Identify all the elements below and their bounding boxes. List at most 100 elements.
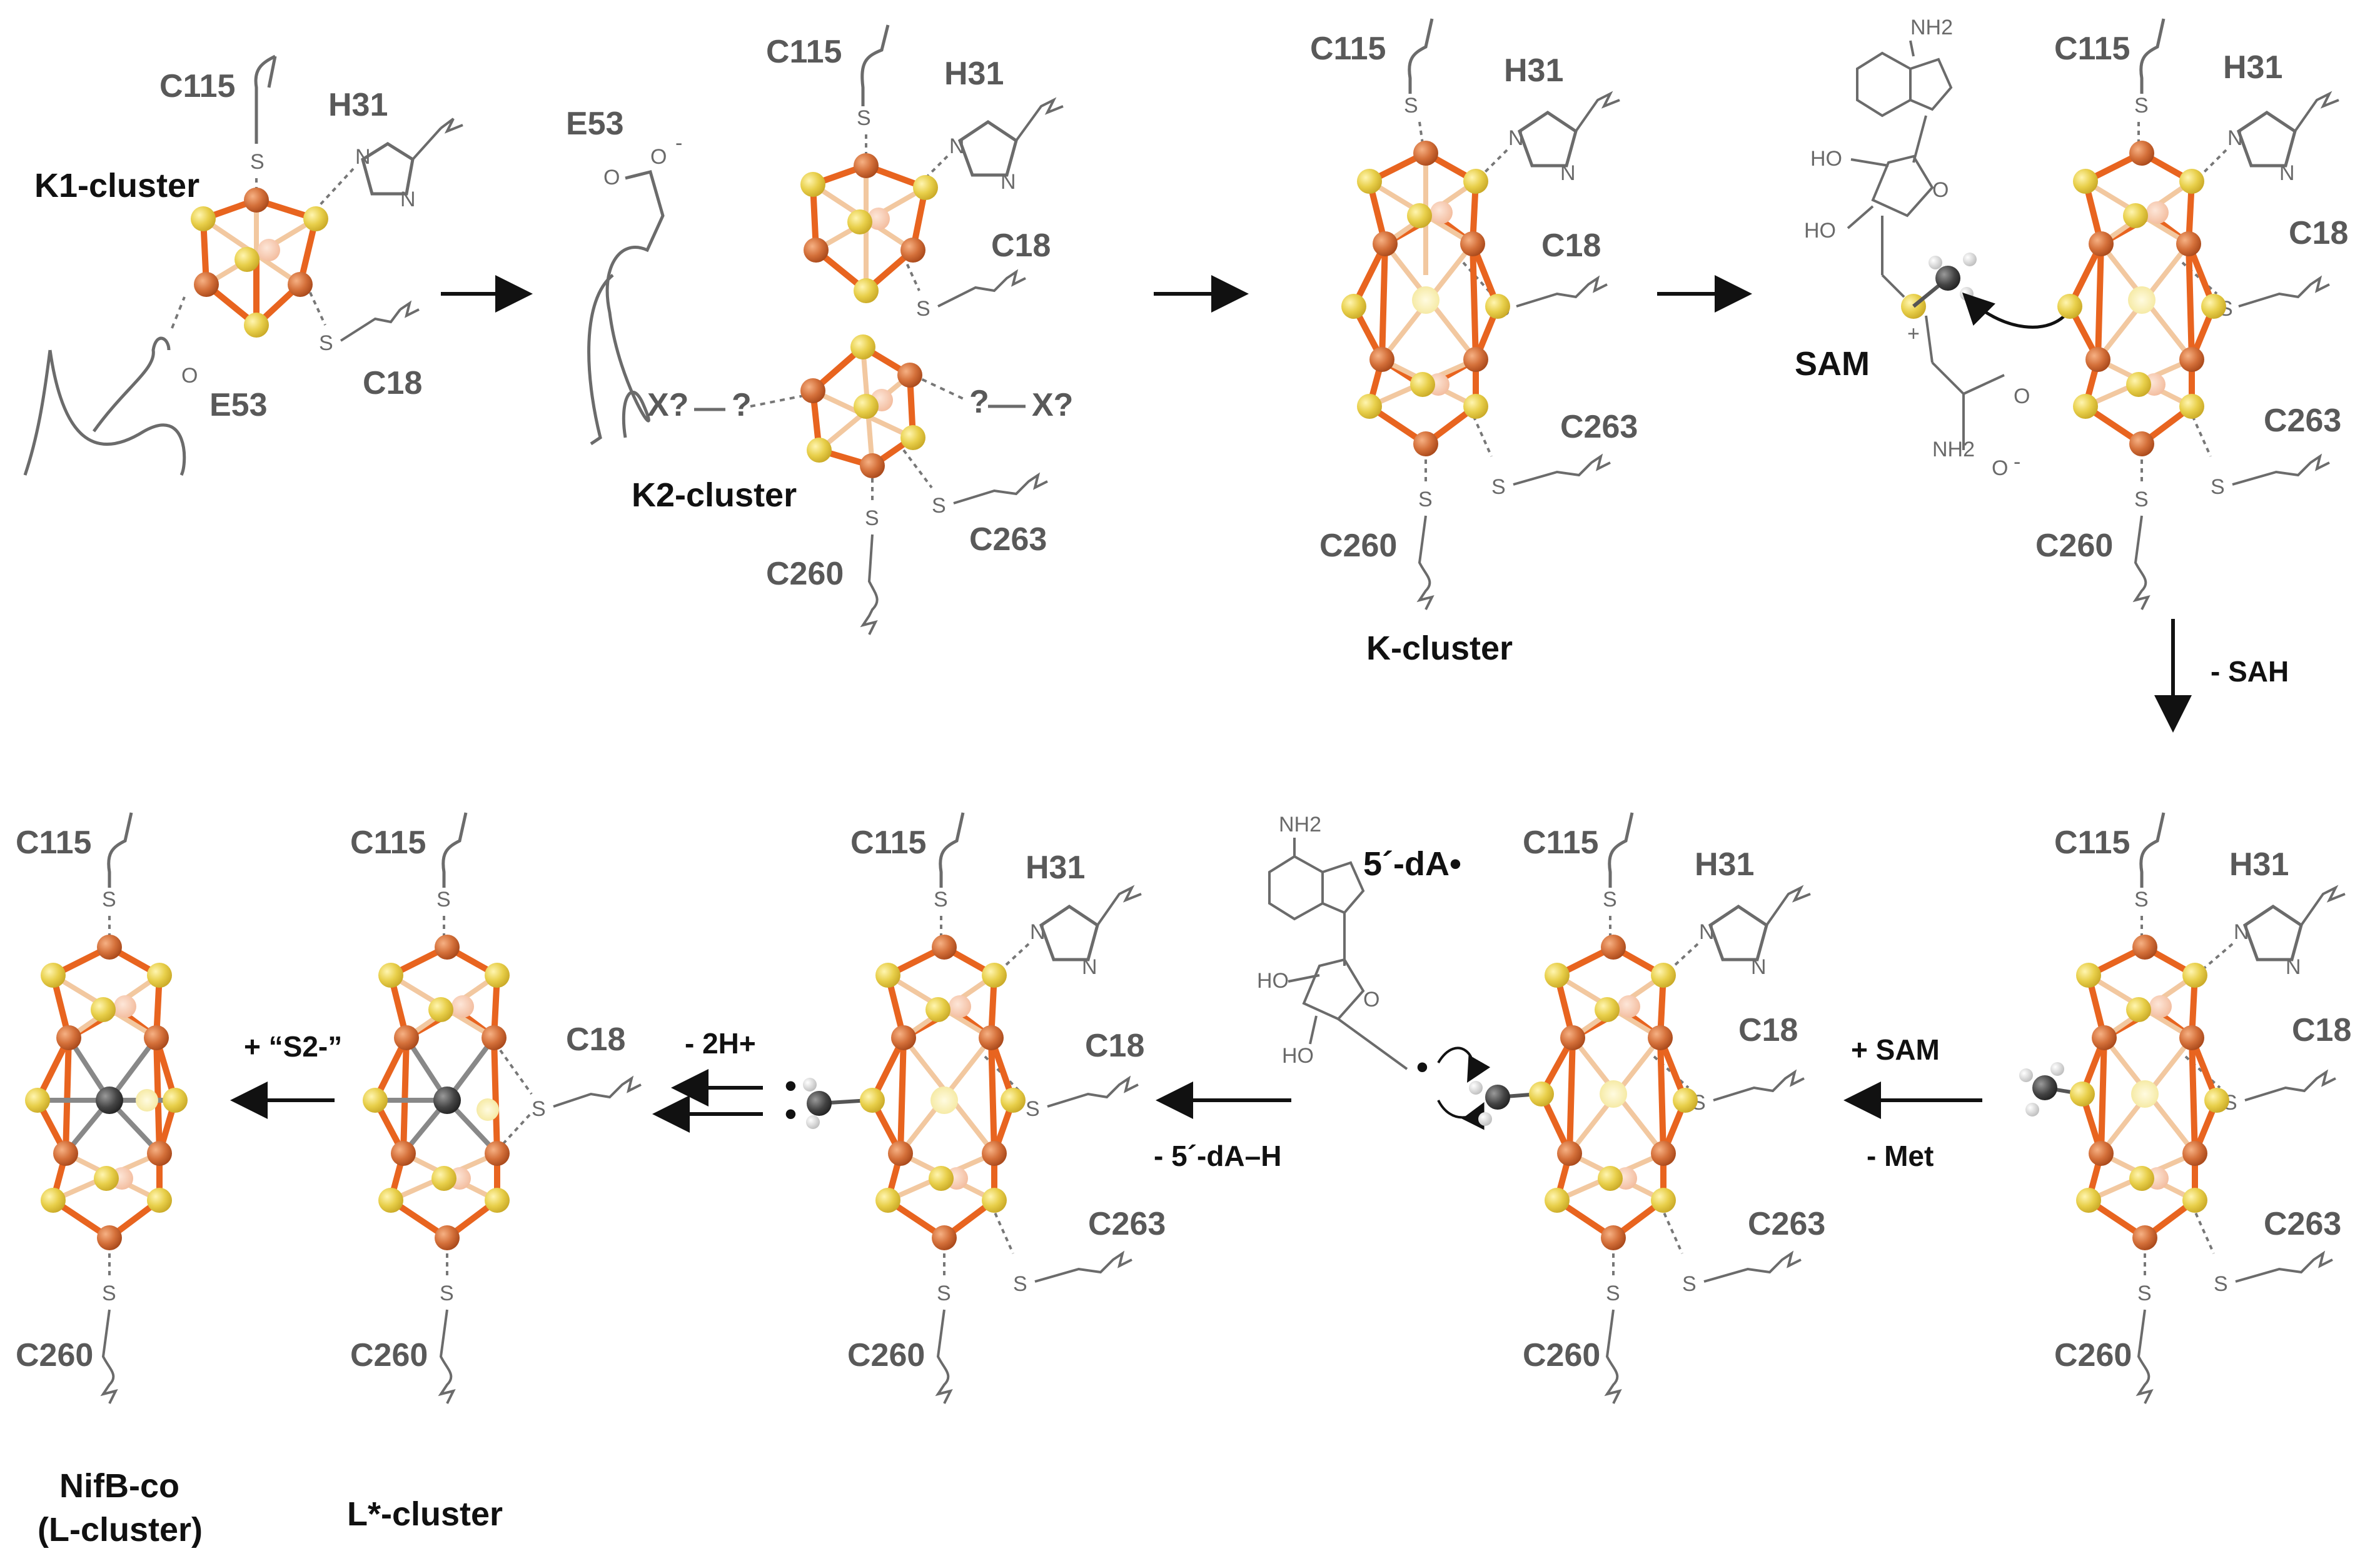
sulfur-atom — [2126, 372, 2151, 397]
sulfur-atom — [2073, 169, 2098, 194]
fe8s9c-cluster — [25, 935, 188, 1250]
e53-oxygen: O — [181, 364, 198, 388]
iron-atom — [97, 1225, 122, 1250]
sulfur-atom — [163, 1088, 188, 1113]
sulfur-atom — [854, 278, 879, 303]
sulfur-atom — [428, 997, 453, 1022]
svg-text:S: S — [532, 1097, 546, 1121]
iron-atom — [1601, 1225, 1626, 1250]
c115-sulfur: S — [250, 150, 265, 174]
residue-c115: C115 — [1310, 31, 1386, 67]
electron-push-arrow — [1437, 1047, 1491, 1083]
residue-c115: C115 — [2054, 31, 2130, 67]
iron-atom — [800, 378, 825, 403]
sulfur-atom — [485, 963, 510, 988]
iron-atom — [804, 238, 829, 263]
sam-k-cluster-group: C115 H31 C18 C263 C260 SAM NH2 HO HO O N… — [1795, 16, 2348, 610]
carbene-intermediate-group: C115 H31 C18 C263 C260 • • S N N S S S — [785, 812, 1166, 1404]
iron-atom — [1413, 141, 1438, 166]
sulfur-atom — [2129, 1166, 2154, 1191]
l-star-cluster-label: L*-cluster — [347, 1495, 503, 1533]
svg-text:N: N — [1751, 955, 1767, 979]
svg-text:N: N — [1508, 126, 1524, 150]
residue-c115: C115 — [159, 68, 235, 104]
sulfur-atom — [91, 997, 116, 1022]
residue-h31: H31 — [2229, 846, 2289, 883]
nifb-co-group: C115 C260 NifB-co (L-cluster) S S — [16, 812, 203, 1548]
iron-atom — [1557, 1141, 1582, 1166]
hydrogen-atom — [1478, 1112, 1492, 1126]
svg-text:O: O — [1363, 988, 1379, 1011]
sulfur-atom — [2201, 294, 2226, 319]
protein-backbone — [23, 349, 186, 476]
sulfur-atom — [147, 1188, 172, 1213]
iron-atom — [394, 1025, 419, 1050]
radical-dot: • — [1416, 1048, 1428, 1086]
iron-atom — [147, 1141, 172, 1166]
step-label-minus-met: - Met — [1867, 1140, 1934, 1172]
iron-atom — [244, 188, 269, 213]
sulfur-atom — [2057, 294, 2082, 319]
sulfur-atom — [363, 1088, 388, 1113]
iron-atom — [435, 935, 460, 960]
residue-c115: C115 — [2054, 825, 2130, 861]
hydrogen-atom — [2050, 1062, 2064, 1076]
svg-text:S: S — [2134, 488, 2149, 511]
sulfur-atom — [1595, 997, 1620, 1022]
residue-c18: C18 — [2289, 215, 2348, 251]
residue-e53: E53 — [209, 387, 268, 423]
fe8s9-cluster — [2070, 935, 2229, 1250]
svg-text:HO: HO — [1804, 219, 1836, 243]
sulfur-atom — [1545, 1188, 1570, 1213]
step-label-minus-sah: - SAH — [2211, 655, 2289, 688]
svg-text:N: N — [400, 188, 416, 211]
sulfur-atom — [854, 394, 879, 419]
sulfur-atom — [1545, 963, 1570, 988]
fe8s9-cluster — [1529, 935, 1698, 1250]
residue-c260: C260 — [847, 1337, 925, 1373]
fe4s4-cubane-upper — [800, 153, 938, 303]
sulfur-atom — [1407, 203, 1432, 228]
sulfur-atom — [1673, 1088, 1698, 1113]
sulfur-atom — [900, 425, 925, 450]
k2-cluster-label: K2-cluster — [632, 476, 797, 514]
sulfur-atom — [875, 1188, 900, 1213]
sulfur-atom — [1651, 963, 1676, 988]
iron-atom — [1460, 231, 1485, 256]
k2-stage-group: E53 C115 H31 C18 C263 C260 K2-cluster O … — [566, 24, 1073, 635]
iron-atom — [2132, 1225, 2157, 1250]
svg-text:+: + — [1907, 322, 1920, 346]
iron-atom — [860, 453, 885, 478]
l-cluster-paren-label: (L-cluster) — [38, 1511, 203, 1548]
svg-text:S: S — [2214, 1272, 2228, 1296]
deoxyadenosine-molecule: NH2 HO HO O — [1257, 813, 1408, 1070]
sulfur-atom — [982, 963, 1007, 988]
iron-atom — [2182, 1141, 2207, 1166]
iron-atom — [891, 1025, 916, 1050]
residue-c115: C115 — [1523, 825, 1598, 861]
sulfur-atom — [94, 1166, 119, 1191]
svg-text:S: S — [2211, 475, 2225, 499]
residue-x-right: X? — [1032, 387, 1073, 423]
step-label-minus-2h: - 2H+ — [685, 1027, 756, 1060]
svg-text:S: S — [1026, 1097, 1040, 1121]
sulfur-atom — [2126, 997, 2151, 1022]
residue-c260: C260 — [2054, 1337, 2132, 1373]
sulfur-atom — [860, 1088, 885, 1113]
interstitial-carbide-atom — [433, 1087, 461, 1114]
sulfur-atom — [378, 963, 403, 988]
interstitial-carbide-atom — [96, 1087, 123, 1114]
svg-text:S: S — [932, 494, 946, 518]
residue-e53: E53 — [566, 106, 624, 142]
sulfur-atom — [1651, 1188, 1676, 1213]
residue-c115: C115 — [766, 34, 842, 70]
svg-text:N: N — [1082, 955, 1097, 979]
sulfur-atom — [1341, 294, 1366, 319]
residue-h31: H31 — [1504, 53, 1563, 89]
iron-atom — [97, 935, 122, 960]
residue-c263: C263 — [2264, 403, 2341, 439]
l-star-cluster-group: C115 C18 C260 L*-cluster S S S — [347, 812, 642, 1533]
sulfur-atom — [2076, 1188, 2101, 1213]
sulfur-atom — [431, 1166, 456, 1191]
sulfur-atom — [847, 209, 872, 234]
